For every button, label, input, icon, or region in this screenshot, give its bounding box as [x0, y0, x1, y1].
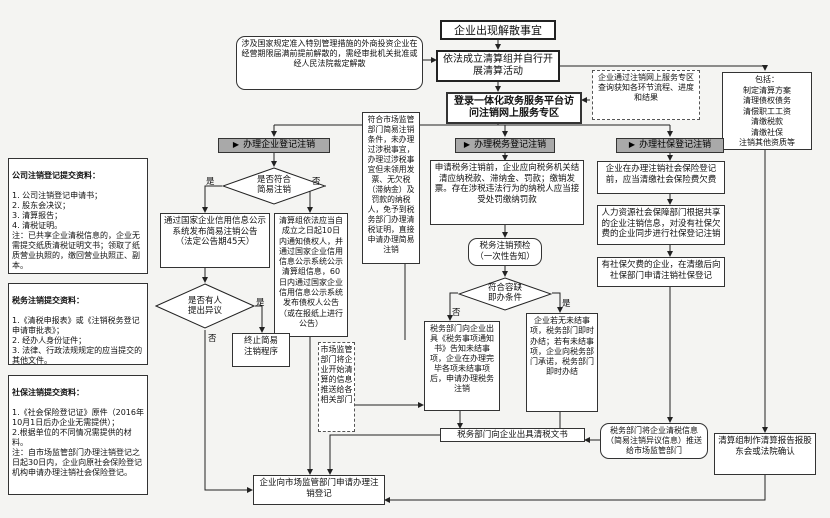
si-materials-title: 社保注销提交资料： — [12, 388, 84, 397]
col-tax-header: ▶办理税务登记注销 — [455, 138, 555, 153]
yes-label: 是 — [256, 298, 265, 308]
tax-materials-body: 1.《清税申报表》或《注销税务登记申请审批表》； 2. 经办人身份证件； 3. … — [12, 316, 143, 365]
yes-label: 是 — [206, 177, 215, 187]
tax-apply-box: 申请税务注销前，企业应向税务机关结清应纳税款、滞纳金、罚款；缴销发票。存在涉税违… — [430, 160, 584, 225]
liquidation-box: 依法成立清算组并自行开展清算活动 — [436, 50, 560, 82]
company-materials-body: 1. 公司注销登记申请书； 2. 股东会决议； 3. 清算报告； 4. 清税证明… — [12, 191, 140, 270]
diamond-simple-text: 是否符合 简易注销 — [256, 175, 291, 195]
terminate-box: 终止简易 注销程序 — [232, 333, 290, 367]
col-business-label: 办理企业登记注销 — [243, 140, 316, 151]
triangle-icon: ▶ — [232, 140, 240, 150]
col-social-label: 办理社保登记注销 — [639, 140, 712, 151]
tax-clear-box: 税务部门向企业出具清税文书 — [440, 428, 585, 442]
ordinary-box: 清算组依法应当自成立之日起10日内通知债权人，并通过国家企业信用信息公示系统公示… — [274, 213, 348, 337]
si-settle-box: 企业在办理注销社会保险登记前，应当清缴社会保险费欠费 — [597, 161, 725, 194]
final-box: 企业向市场监管部门申请办理注销登记 — [253, 475, 385, 505]
title-box: 企业出现解散事宜 — [440, 20, 556, 40]
tax-materials-title: 税务注销提交资料： — [12, 296, 84, 305]
si-info-box: 税务部门将企业清税信息（简易注销异议信息）推送给市场监管部门 — [600, 423, 708, 459]
tax-yes-box: 企业若无未结事项，税务部门即时办结；若有未结事项，企业向税务部门承诺，税务部门即… — [526, 313, 598, 412]
tax-materials-box: 税务注销提交资料： 1.《清税申报表》或《注销税务登记申请审批表》； 2. 经办… — [8, 283, 148, 365]
col-social-header: ▶办理社保登记注销 — [616, 138, 724, 153]
company-materials-title: 公司注销登记提交资料： — [12, 171, 100, 180]
note-online-box: 企业通过注销网上服务专区查询获知各环节流程、进度和结果 — [592, 70, 700, 120]
yes-label: 是 — [562, 299, 571, 309]
report-box: 清算组制作清算报告报股东会或法院确认 — [714, 433, 816, 475]
tax-no-box: 税务部门向企业出具《税务事项通知书》告知未结事项，企业在办理完毕各项未结事项后，… — [424, 321, 500, 411]
no-label: 否 — [312, 177, 321, 187]
includes-box: 包括： 制定清算方案 清理债权债务 清偿职工工资 清缴税款 清缴社保 注销其他资… — [722, 72, 812, 150]
diamond-simple-shape — [222, 167, 326, 205]
diamond-instant-text: 符合容缺 即办条件 — [487, 283, 522, 303]
no-label: 否 — [208, 334, 217, 344]
diamond-objection-shape — [155, 283, 255, 329]
si-arrears-box: 有社保欠费的企业，在清缴后向社保部门申请注销社保登记 — [597, 257, 725, 287]
diamond-objection-text: 是否有人 提出异议 — [187, 296, 222, 316]
col-tax-label: 办理税务登记注销 — [474, 140, 547, 151]
col-business-header: ▶办理企业登记注销 — [218, 138, 330, 153]
tax-conditions-box: 符合市场监管部门简易注销条件，未办理过涉税事宜，办理过涉税事宜但未领用发票、无欠… — [362, 112, 420, 264]
login-box: 登录一体化政务服务平台访问注销网上服务专区 — [446, 92, 582, 124]
note-special-box: 涉及国家规定准入特别管理措施的外商投资企业在经营期限届满前提前解散的，需经审批机… — [236, 36, 423, 90]
triangle-icon: ▶ — [628, 140, 636, 150]
no-label: 否 — [452, 308, 461, 318]
si-materials-body: 1.《社会保险登记证》原件（2016年10月1日后办企业无需提供）； 2.根据单… — [12, 408, 144, 477]
hr-push-box: 人力资源社会保障部门根据共享的企业注销信息，对没有社保欠费的企业同步进行社保登记… — [597, 205, 725, 245]
company-materials-box: 公司注销登记提交资料： 1. 公司注销登记申请书； 2. 股东会决议； 3. 清… — [8, 158, 148, 274]
triangle-icon: ▶ — [463, 140, 471, 150]
diamond-instant-shape — [458, 277, 552, 311]
precheck-box: 税务注销预检 （一次性告知） — [468, 238, 542, 266]
publicity-box: 通过国家企业信用信息公示系统发布简易注销公告 （法定公告期45天） — [160, 213, 270, 268]
si-materials-box: 社保注销提交资料： 1.《社会保险登记证》原件（2016年10月1日后办企业无需… — [8, 375, 148, 495]
market-push-box: 市场监管部门将企业开始清算的信息推送给各相关部门 — [318, 342, 355, 432]
